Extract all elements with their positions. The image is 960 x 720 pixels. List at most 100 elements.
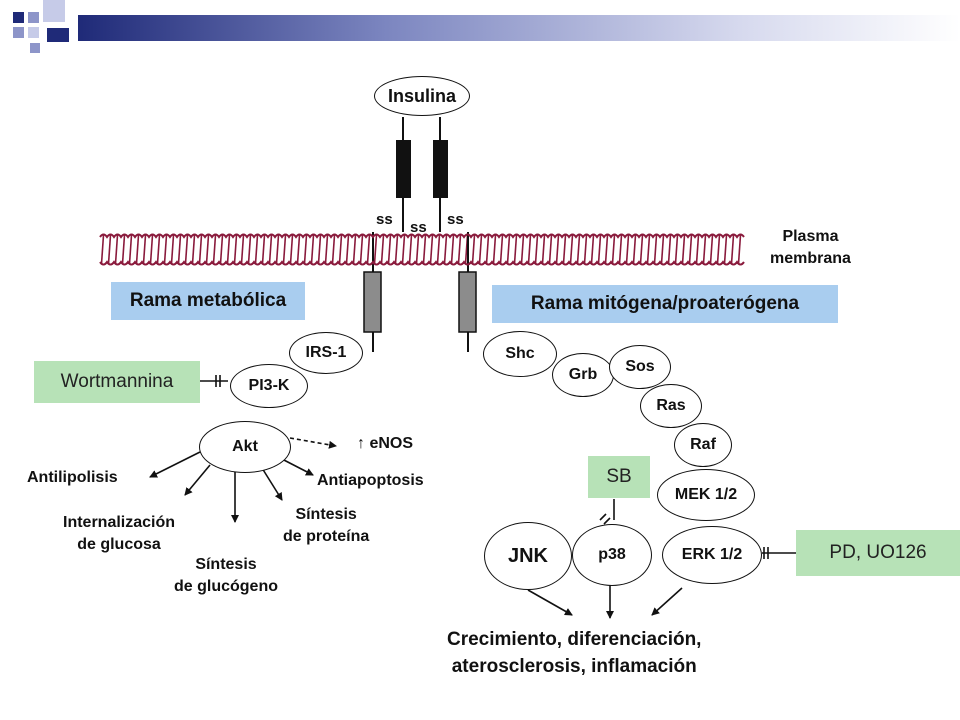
membrane-lipid <box>548 234 553 265</box>
arrow-akt-antiapoptosis <box>279 457 314 476</box>
membrane-lipid <box>478 234 483 265</box>
pd-uo126-box: PD, UO126 <box>796 530 960 576</box>
header-square <box>13 12 24 23</box>
membrane-lipid <box>674 234 679 265</box>
membrane-lipid <box>366 234 371 265</box>
membrane-lipid <box>142 234 147 265</box>
membrane-lipid <box>492 234 497 265</box>
membrane-lipid <box>170 234 175 265</box>
membrane-lipid <box>695 234 700 265</box>
membrane-lipid <box>261 234 266 265</box>
membrane-lipid <box>310 234 315 265</box>
membrane-lipid <box>100 234 105 265</box>
membrane-lipid <box>541 234 546 265</box>
akt-node: Akt <box>199 421 291 473</box>
header-decoration <box>13 0 960 53</box>
membrane-lipid <box>128 234 133 265</box>
header-square <box>13 27 24 38</box>
membrane-lipid <box>485 234 490 265</box>
insulin-node: Insulina <box>374 76 470 116</box>
membrane-lipid <box>177 234 182 265</box>
membrane-lipid <box>352 234 357 265</box>
membrane-lipid <box>618 234 623 265</box>
membrane-lipid <box>702 234 707 265</box>
membrane-lipid <box>401 234 406 265</box>
sos-node: Sos <box>609 345 671 389</box>
membrane-lipid <box>205 234 210 265</box>
membrane-lipid <box>422 234 427 265</box>
membrane-lipid <box>282 234 287 265</box>
membrane-lipid <box>345 234 350 265</box>
membrane-lipid <box>611 234 616 265</box>
membrane-label: Plasma membrana <box>770 228 851 267</box>
membrane-lipid <box>121 234 126 265</box>
membrane-lipid <box>219 234 224 265</box>
membrane-lipid <box>639 234 644 265</box>
header-square <box>30 43 40 53</box>
header-square <box>43 0 65 22</box>
membrane-lipid <box>212 234 217 265</box>
arrow-jnk-outcome <box>527 589 573 616</box>
membrane-lipid <box>149 234 154 265</box>
membrane-lipid <box>184 234 189 265</box>
membrane-lipid <box>240 234 245 265</box>
pi3k-node: PI3-K <box>230 364 308 408</box>
membrane-lipid <box>436 234 441 265</box>
membrane-lipid <box>226 234 231 265</box>
membrane-lipid <box>380 234 385 265</box>
membrane-lipid <box>254 234 259 265</box>
tyrosine-kinase-domain <box>458 271 477 333</box>
membrane-lipid <box>716 234 721 265</box>
membrane-lipid <box>737 234 742 265</box>
membrane-lipid <box>163 234 168 265</box>
enos-label: ↑ eNOS <box>357 435 414 452</box>
sb-box: SB <box>588 456 650 498</box>
outcome-label: Crecimiento, diferenciación, aterosclero… <box>447 629 702 677</box>
membrane-lipid <box>562 234 567 265</box>
membrane-lipid <box>457 234 462 265</box>
insulin-label: Insulina <box>387 85 456 106</box>
arrow-akt-protein <box>261 467 283 501</box>
membrane-lipid <box>723 234 728 265</box>
membrane-lipid <box>555 234 560 265</box>
membrane-lipid <box>471 234 476 265</box>
membrane-lipid <box>394 234 399 265</box>
membrane-lipid <box>296 234 301 265</box>
membrane-lipid <box>443 234 448 265</box>
membrane-lipid <box>646 234 651 265</box>
membrane-lipid <box>408 234 413 265</box>
header-square <box>28 12 39 23</box>
ras-node: Ras <box>640 384 702 428</box>
membrane-lipid <box>625 234 630 265</box>
membrane-lipid <box>597 234 602 265</box>
shc-node: Shc <box>483 331 557 377</box>
antiapoptosis-label: Antiapoptosis <box>317 472 424 489</box>
membrane-lipid <box>331 234 336 265</box>
membrane-lipid <box>275 234 280 265</box>
membrane-lipid <box>198 234 203 265</box>
membrane-lipid <box>527 234 532 265</box>
membrane-lipid <box>499 234 504 265</box>
glucose-internalization-label: Internalización de glucosa <box>63 514 176 553</box>
membrane-lipid <box>373 234 378 265</box>
membrane-lipid <box>653 234 658 265</box>
membrane-lipid <box>303 234 308 265</box>
membrane-upper <box>99 233 745 239</box>
membrane-lipid <box>156 234 161 265</box>
membrane-lipid <box>583 234 588 265</box>
protein-synthesis-label: Síntesis de proteína <box>283 506 370 545</box>
metabolic-branch-box: Rama metabólica <box>111 282 305 320</box>
disulfide-label: ss <box>376 211 393 228</box>
erk-node: ERK 1/2 <box>662 526 762 584</box>
membrane-lipid <box>233 234 238 265</box>
header-square <box>47 28 69 42</box>
p38-node: p38 <box>572 524 652 586</box>
membrane-lipid <box>534 234 539 265</box>
header-square <box>28 27 39 38</box>
membrane-lipid <box>667 234 672 265</box>
membrane-lipid <box>576 234 581 265</box>
membrane-lipid <box>268 234 273 265</box>
membrane-lipid <box>107 234 112 265</box>
